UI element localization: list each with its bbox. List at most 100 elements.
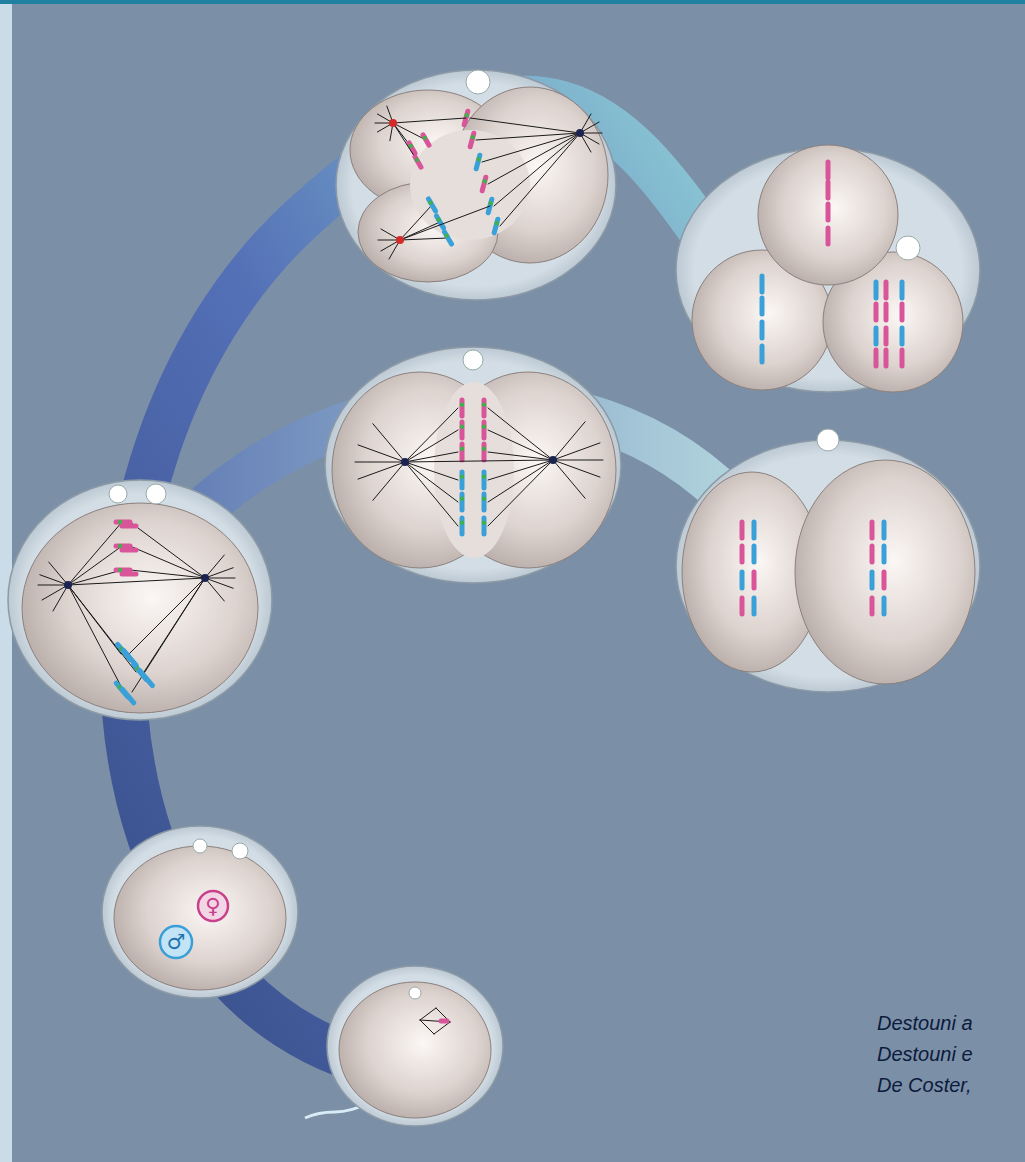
pronucleus-symbol: ♂ <box>167 932 186 953</box>
chromosome <box>884 350 889 366</box>
chromosome <box>760 322 765 338</box>
spindle-fibre <box>434 1022 450 1034</box>
spindle-fibre <box>476 133 580 140</box>
kinetochore <box>423 136 427 140</box>
spindle-fibre <box>488 460 553 502</box>
chromosome <box>122 572 136 577</box>
spindle-fibre <box>68 585 124 692</box>
chromosome <box>752 572 757 588</box>
chromosome <box>460 518 465 534</box>
chromosome <box>441 1019 447 1024</box>
chromosome <box>900 328 905 344</box>
spindle-fibre <box>130 522 205 578</box>
chromosome <box>760 346 765 362</box>
chromosome <box>870 598 875 614</box>
spindle-fibre <box>405 430 458 462</box>
chromosome <box>423 135 429 145</box>
spindle-fibre <box>400 238 448 240</box>
kinetochore <box>489 201 493 205</box>
chromosome <box>900 350 905 366</box>
spindle-fibre <box>130 570 205 578</box>
spindle-fibre <box>132 578 205 692</box>
chromosome <box>460 472 465 488</box>
spindle-fibre <box>205 578 235 579</box>
spindle-fibre <box>488 430 553 460</box>
centrosome <box>576 129 584 137</box>
spindle-fibre <box>355 462 405 463</box>
chromosome <box>482 444 487 460</box>
spindle-fibre <box>405 452 458 462</box>
spindle-fibre <box>436 1008 450 1022</box>
chromosome <box>884 282 889 298</box>
chromosome <box>482 422 487 438</box>
chromosome <box>415 157 421 167</box>
spindle-fibre <box>130 546 205 578</box>
spindle-fibre <box>205 578 224 601</box>
spindle-fibre <box>553 422 585 460</box>
kinetochore <box>482 425 486 429</box>
spindle-fibre <box>470 118 580 133</box>
kinetochore <box>465 113 469 117</box>
spindle-fibre <box>488 460 553 526</box>
centrosome <box>64 581 72 589</box>
chromosome <box>740 572 745 588</box>
chromosome <box>882 546 887 562</box>
spindle-fibre <box>553 460 585 498</box>
kinetochore <box>482 403 486 407</box>
chromosome <box>482 400 487 416</box>
spindle-fibre <box>420 1020 450 1022</box>
chromosome <box>900 282 905 298</box>
kinetochore <box>444 233 448 237</box>
kinetochore <box>495 221 499 225</box>
spindle-fibre <box>420 1020 434 1034</box>
chromosome <box>874 350 879 366</box>
kinetochore <box>477 157 481 161</box>
chromosome <box>870 546 875 562</box>
chromosome <box>122 548 136 553</box>
kinetochore <box>460 475 464 479</box>
chromosome <box>900 304 905 320</box>
spindle-fibre <box>129 578 205 654</box>
centrosome <box>549 456 557 464</box>
spindle-fibre <box>488 452 553 460</box>
kinetochore <box>483 179 487 183</box>
chromosome <box>460 444 465 460</box>
spindle-fibre <box>405 408 458 462</box>
centrosome <box>401 458 409 466</box>
chromosome <box>445 232 452 244</box>
spindle-fibre <box>405 462 458 526</box>
spindle-fibre <box>405 462 458 502</box>
centrosome <box>389 119 397 127</box>
chromosome <box>870 572 875 588</box>
chromosome <box>882 522 887 538</box>
chromosome <box>752 598 757 614</box>
chromosome <box>429 199 436 211</box>
chromosome <box>740 598 745 614</box>
spindle-fibre <box>68 522 122 585</box>
female-pronucleus: ♀ <box>196 889 230 923</box>
spindle-fibre <box>49 562 68 585</box>
chromosome <box>460 422 465 438</box>
centrosome <box>396 236 404 244</box>
spindle-fibre <box>488 133 580 184</box>
spindle-fibre <box>68 578 205 585</box>
chromosome <box>884 304 889 320</box>
chromosome <box>752 546 757 562</box>
chromosome <box>760 298 765 314</box>
spindle-fibre <box>393 118 466 123</box>
citation-line: De Coster, <box>877 1074 971 1097</box>
kinetochore <box>460 497 464 501</box>
spindle-fibre <box>205 555 224 578</box>
chromosome <box>752 522 757 538</box>
spindle-fibre <box>68 585 136 672</box>
kinetochore <box>428 200 432 204</box>
spindle-fibre <box>393 123 426 140</box>
chromosome <box>140 670 153 685</box>
kinetochore <box>482 447 486 451</box>
spindle-fibre <box>373 462 405 500</box>
kinetochore <box>482 521 486 525</box>
kinetochore <box>482 497 486 501</box>
pronucleus-symbol: ♀ <box>205 896 220 917</box>
chromosome <box>760 276 765 292</box>
